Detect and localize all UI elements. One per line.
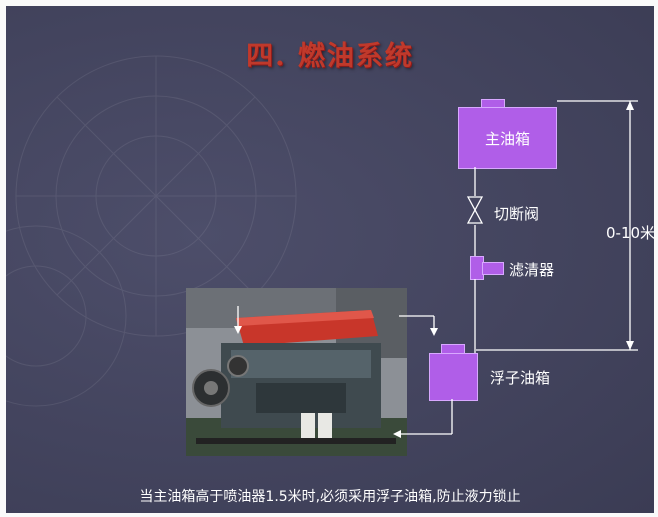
fuel-line-diagram [234,100,638,438]
shutoff-valve-icon [466,196,484,224]
slide-caption: 当主油箱高于喷油器1.5米时,必须采用浮子油箱,防止液力锁止 [139,489,521,505]
main-tank-label: 主油箱 [484,129,530,148]
height-range-label: 0-10米 [606,224,654,242]
slide: 四. 燃油系统 主油箱 [6,6,654,513]
engine-photo [186,288,407,456]
float-tank [429,353,478,401]
shutoff-valve-label: 切断阀 [494,205,540,223]
filter-label: 滤清器 [509,261,555,279]
float-tank-label: 浮子油箱 [490,369,551,387]
main-tank: 主油箱 [458,107,557,169]
filter-outlet [482,262,504,275]
compass-rose-watermark [6,55,297,407]
slide-title: 四. 燃油系统 [246,41,414,72]
